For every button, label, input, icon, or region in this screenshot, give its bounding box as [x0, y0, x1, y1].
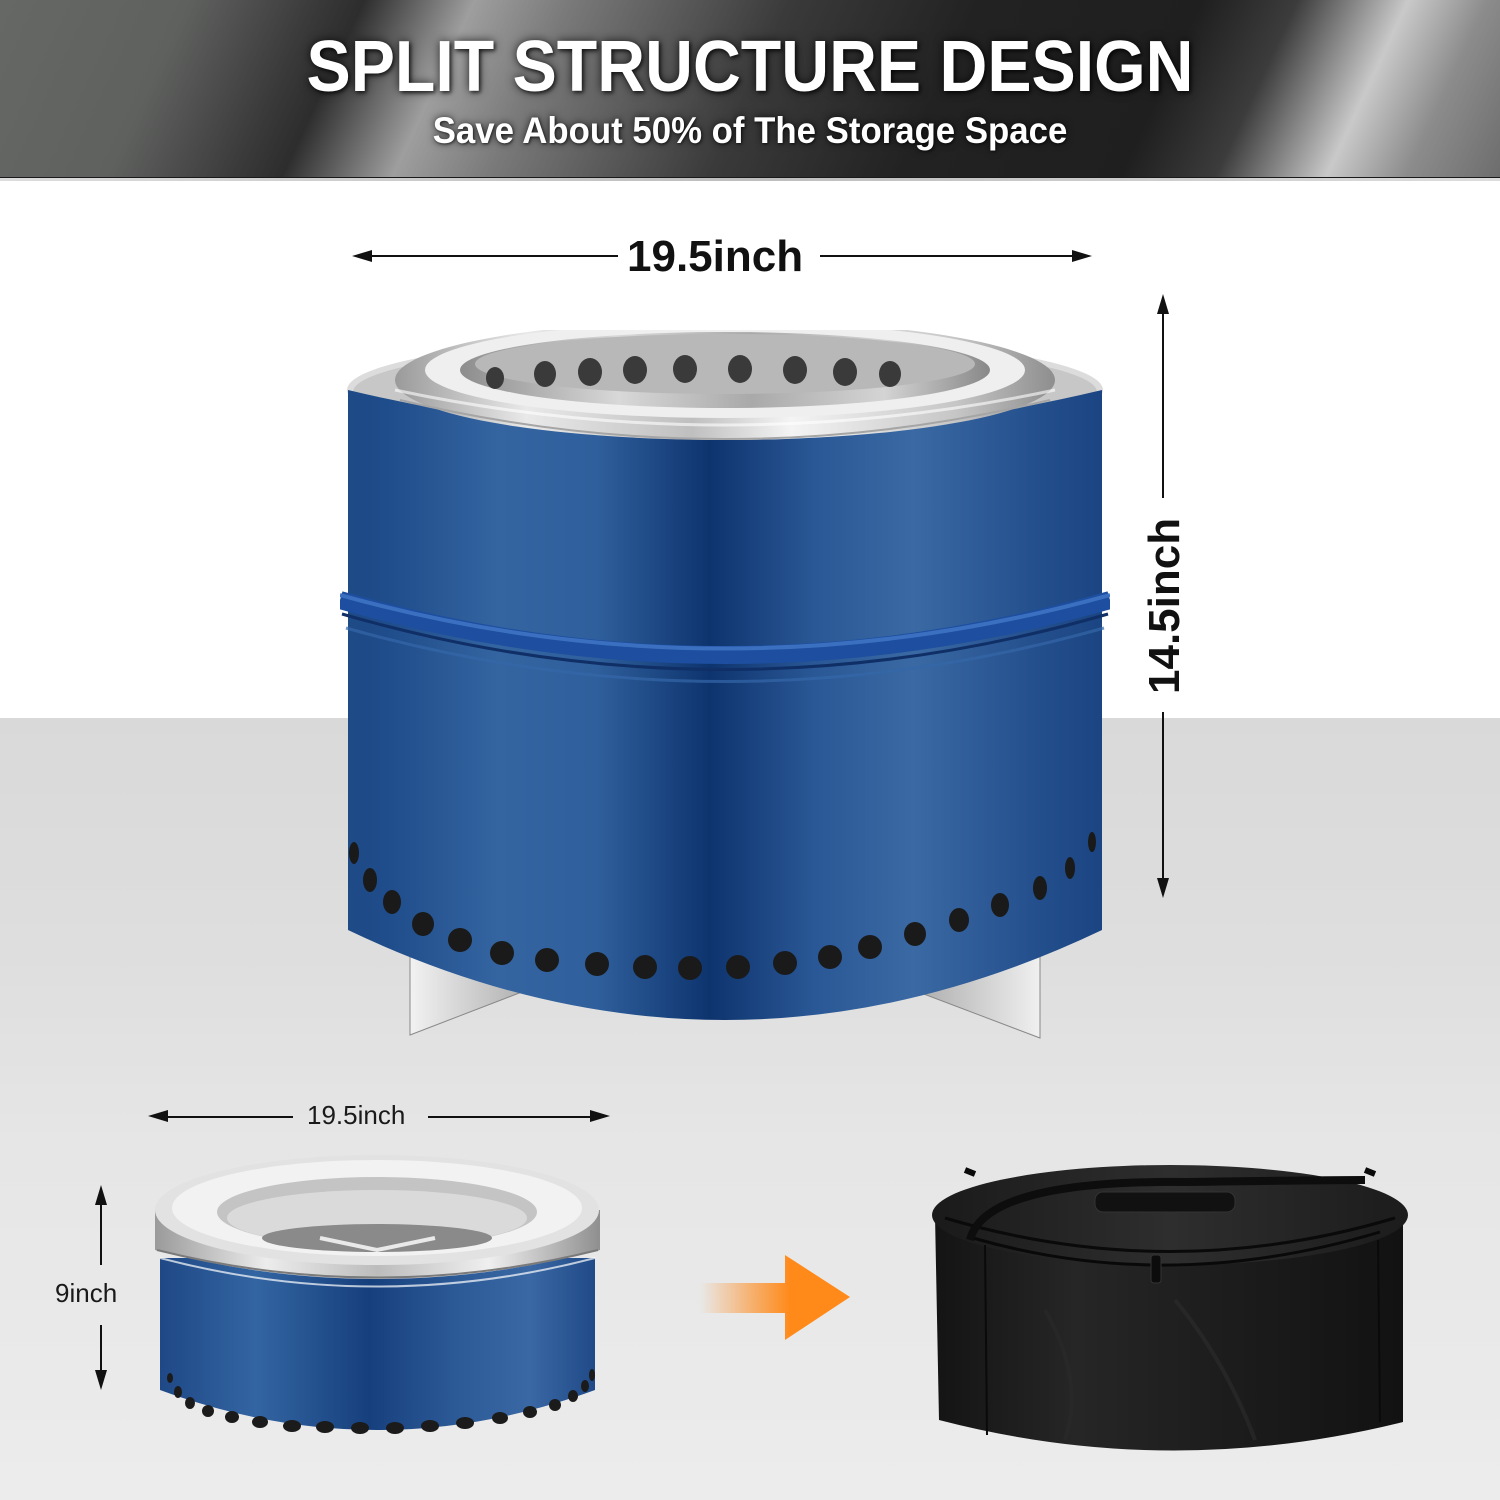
- fire-pit-assembled-image: [340, 330, 1110, 1050]
- page-subtitle: Save About 50% of The Storage Space: [432, 110, 1068, 151]
- arrow-left-icon: [148, 1110, 168, 1122]
- dimension-line: [100, 1200, 102, 1265]
- header-banner: SPLIT STRUCTURE DESIGN Save About 50% of…: [0, 0, 1500, 181]
- height-label: 14.5inch: [1140, 517, 1189, 694]
- stored-height-label: 9inch: [55, 1278, 118, 1308]
- arrow-down-icon: [1157, 878, 1169, 898]
- dimension-line: [820, 255, 1075, 257]
- arrow-right-icon: [1072, 250, 1092, 262]
- stored-width-label: 19.5inch: [307, 1100, 406, 1130]
- dimension-line: [100, 1325, 102, 1375]
- fire-pit-nested-image: [145, 1140, 610, 1440]
- dimension-line: [1162, 712, 1164, 882]
- dimension-line: [1162, 310, 1164, 498]
- page-title: SPLIT STRUCTURE DESIGN: [306, 27, 1194, 107]
- arrow-down-icon: [95, 1370, 107, 1390]
- arrow-left-icon: [352, 250, 372, 262]
- dimension-line: [428, 1116, 593, 1118]
- arrow-right-icon: [590, 1110, 610, 1122]
- arrow-up-icon: [95, 1185, 107, 1205]
- arrow-right-icon: [700, 1255, 860, 1345]
- storage-bag-image: [925, 1160, 1415, 1460]
- arrow-up-icon: [1157, 294, 1169, 314]
- dimension-line: [368, 255, 618, 257]
- width-label: 19.5inch: [627, 232, 804, 281]
- dimension-line: [165, 1116, 293, 1118]
